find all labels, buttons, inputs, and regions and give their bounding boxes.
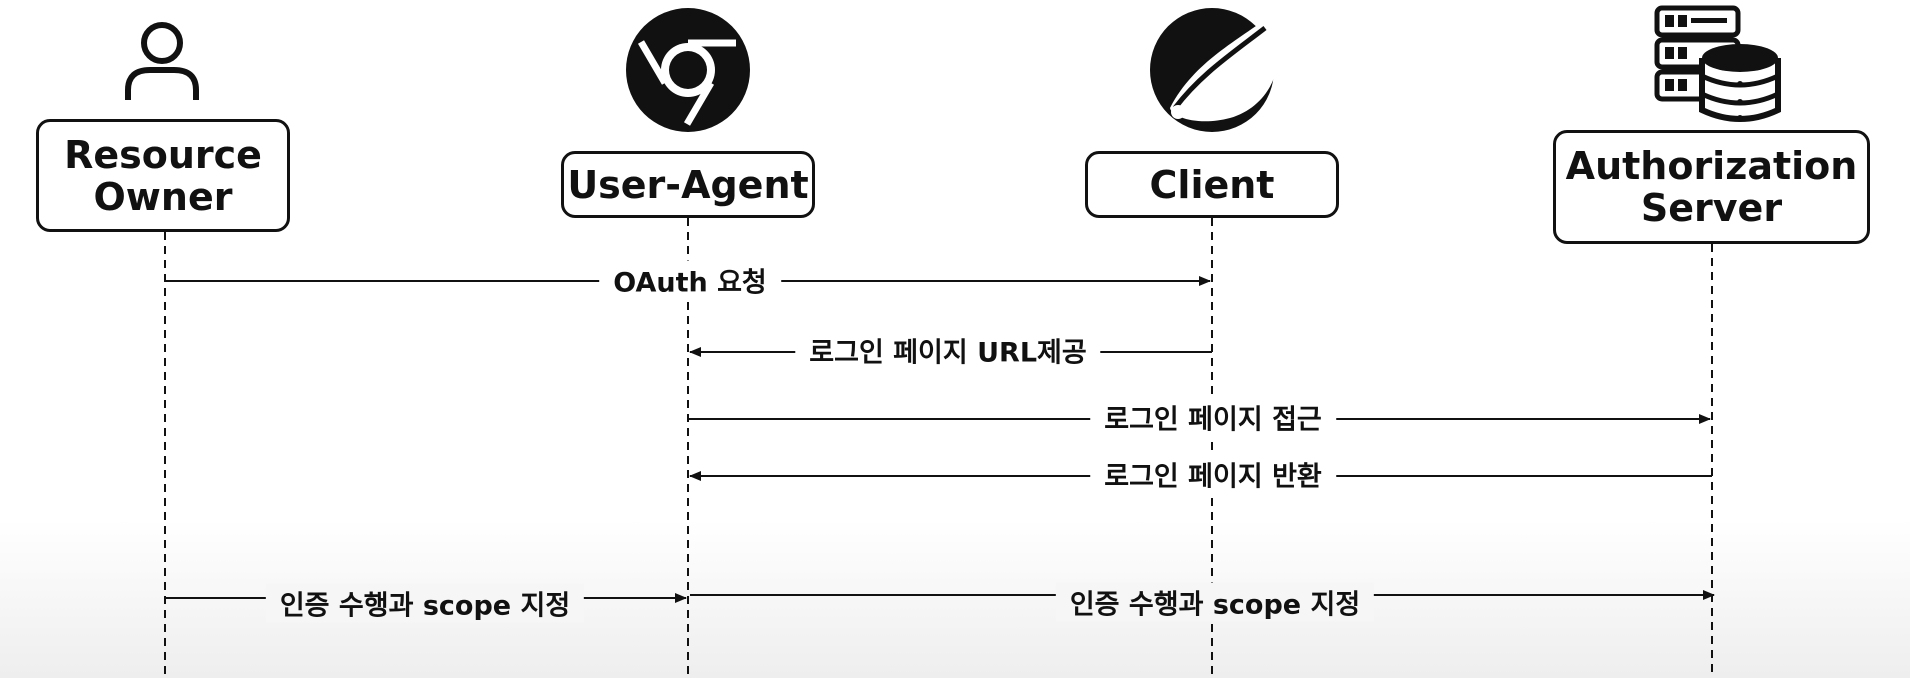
message-label-auth-scope-2: 인증 수행과 scope 지정 (1055, 582, 1375, 622)
actor-label-line-1: Authorization (1565, 144, 1858, 188)
user-icon (125, 22, 199, 100)
message-label-oauth-request: OAuth 요청 (599, 260, 781, 300)
actor-label-line-1: User-Agent (567, 162, 809, 207)
server-database-icon (1654, 5, 1781, 122)
spring-leaf-icon (1150, 8, 1280, 132)
actor-label-line-2: Owner (93, 174, 233, 219)
actor-label-line-1: Resource (64, 132, 262, 177)
actor-authorization-server: Authorization Server (1553, 130, 1870, 244)
actor-label-line-1: Client (1149, 162, 1275, 207)
actor-label-line-2: Server (1640, 186, 1783, 230)
actor-client: Client (1085, 151, 1339, 218)
chrome-icon (626, 8, 750, 132)
message-label-login-url: 로그인 페이지 URL제공 (795, 330, 1101, 370)
message-label-login-access: 로그인 페이지 접근 (1090, 397, 1336, 437)
message-label-login-return: 로그인 페이지 반환 (1090, 454, 1336, 494)
message-label-auth-scope-1: 인증 수행과 scope 지정 (265, 583, 585, 623)
actor-user-agent: User-Agent (561, 151, 815, 218)
actor-resource-owner: Resource Owner (36, 119, 290, 232)
